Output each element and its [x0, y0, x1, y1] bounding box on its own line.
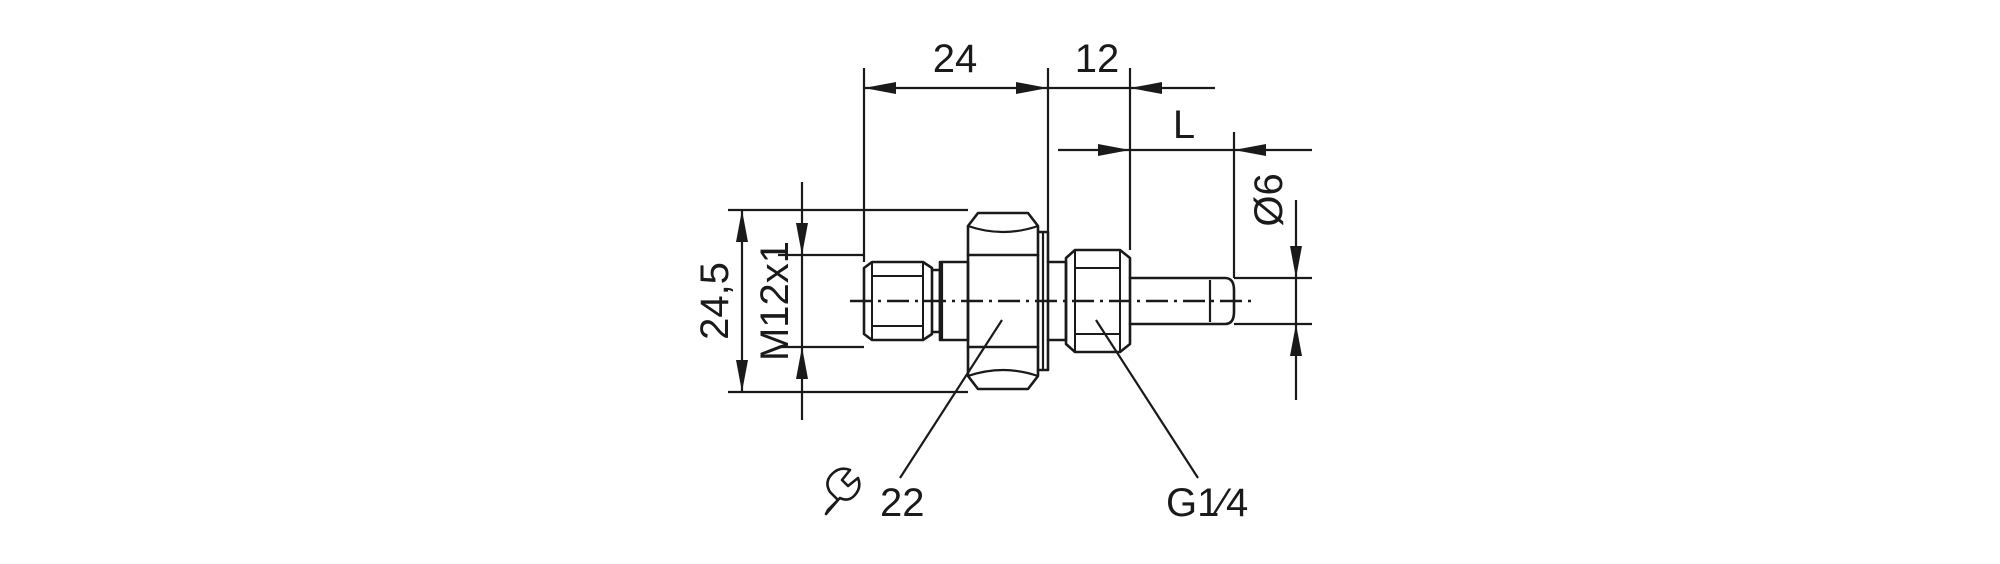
leader-wrench — [899, 319, 1003, 479]
dim-length-b: 12 — [1048, 37, 1215, 94]
dim-probe-diameter-label: Ø6 — [1247, 173, 1291, 226]
dim-length-probe-label: L — [1173, 103, 1195, 147]
hex-nut — [966, 211, 1040, 391]
process-thread-g14 — [1064, 248, 1132, 354]
probe — [1128, 276, 1236, 326]
connector-m12 — [862, 260, 934, 342]
dim-connector-thread-label: M12x1 — [753, 241, 797, 361]
process-thread-label: G1⁄4 — [1166, 481, 1248, 525]
dim-length-a: 24 — [864, 37, 1048, 94]
dim-length-probe: L — [1058, 103, 1312, 156]
wrench-icon — [824, 467, 861, 516]
dim-overall-diameter-label: 24,5 — [693, 262, 737, 340]
dim-length-a-label: 24 — [933, 37, 978, 81]
dim-connector-thread: M12x1 — [753, 182, 808, 420]
dim-length-b-label: 12 — [1075, 37, 1120, 81]
dim-overall-diameter: 24,5 — [693, 210, 748, 392]
extension-lines — [728, 68, 1312, 394]
leader-process-thread — [1095, 319, 1199, 479]
wrench-size-label: 22 — [880, 481, 925, 525]
dim-probe-diameter: Ø6 — [1247, 173, 1302, 400]
hex-collar — [1036, 230, 1050, 372]
